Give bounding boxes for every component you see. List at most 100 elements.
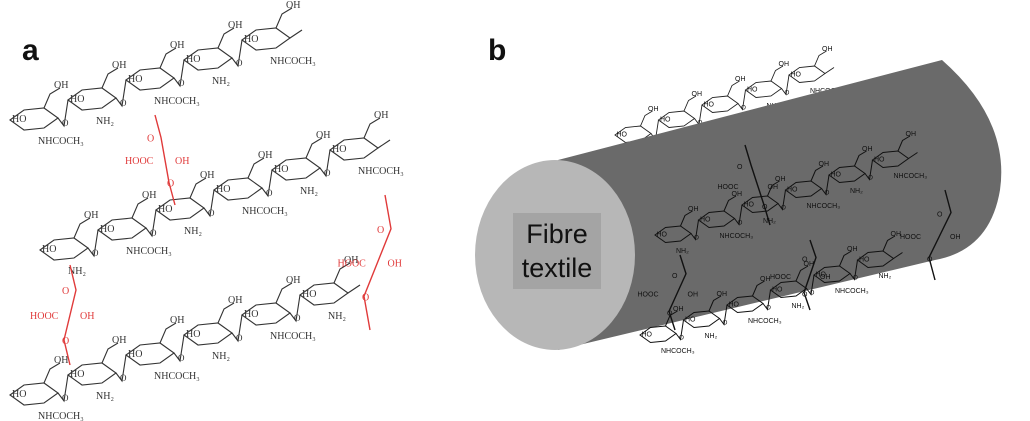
panel-a: a OHHONHCOCH₃OOHHONH₂OOHHONHCOCH₃OOHHONH… [9, 0, 404, 421]
link-o-label: O [937, 212, 943, 219]
o-label: O [868, 175, 873, 182]
o-label: O [120, 98, 127, 108]
ho-label: HO [186, 329, 200, 340]
oh-label: OH [906, 131, 917, 138]
ch2oh-bond [795, 265, 809, 282]
oh-label: OH [316, 130, 330, 141]
ch2oh-bond [640, 110, 653, 127]
ho-label: HO [816, 272, 827, 279]
citric-acid-link [744, 144, 771, 226]
amine-label: NHCOCH₃ [242, 206, 288, 217]
amine-label: NH₂ [212, 76, 230, 87]
ch2oh-bond [217, 27, 235, 49]
ho-label: HO [787, 187, 798, 194]
glycosidic-bond [675, 319, 684, 341]
oh-label: OH [862, 146, 873, 153]
glycosidic-bond [777, 189, 786, 211]
link-o-label: O [377, 225, 384, 236]
glycosidic-bond [115, 354, 127, 383]
amine-label: NH₂ [879, 273, 892, 280]
link-oh-label: OH [175, 156, 189, 167]
ch2oh-bond [159, 322, 177, 344]
citric-acid-link [154, 114, 176, 206]
amine-label: NHCOCH₃ [748, 318, 782, 325]
o-label: O [825, 190, 830, 197]
o-label: O [236, 333, 243, 343]
glycosidic-bond [203, 189, 215, 218]
fibre-label-box [513, 213, 601, 289]
ch2oh-bond [882, 235, 896, 252]
ho-label: HO [302, 289, 316, 300]
ho-label: HO [772, 287, 783, 294]
ch2oh-bond [767, 180, 780, 197]
ho-label: HO [186, 54, 200, 65]
glycosidic-bond [231, 314, 243, 343]
hooc-label: HOOC [718, 184, 739, 191]
ch2oh-bond [839, 250, 852, 267]
amine-label: NH₂ [96, 116, 114, 127]
o-label: O [62, 118, 69, 128]
ch2oh-bond [275, 282, 293, 304]
ho-label: HO [12, 114, 26, 125]
fibre-label-line1: Fibre [526, 219, 588, 249]
glycosidic-bond [289, 294, 301, 323]
o-label: O [766, 305, 771, 312]
ho-label: HO [791, 72, 802, 79]
ch2oh-bond [275, 7, 293, 29]
glycosidic-bond [762, 289, 771, 311]
o-label: O [698, 120, 703, 127]
ch2oh-bond [101, 342, 119, 364]
glycosidic-bond [737, 89, 746, 111]
link-o-label: O [672, 273, 678, 280]
ch2oh-bond [101, 67, 119, 89]
link-o-label: O [762, 204, 768, 211]
ch2oh-bond [770, 65, 784, 82]
ch2oh-bond [723, 195, 737, 212]
ho-label: HO [744, 202, 755, 209]
amine-label: NH₂ [792, 303, 805, 310]
chain-end-bond [347, 284, 361, 294]
amine-label: NHCOCH₃ [661, 348, 695, 355]
o-label: O [236, 58, 243, 68]
o-label: O [208, 208, 215, 218]
oh-label: OH [54, 355, 68, 366]
ho-label: HO [216, 184, 230, 195]
ch2oh-bond [810, 165, 824, 182]
o-label: O [92, 248, 99, 258]
amine-label: NHCOCH₃ [270, 331, 316, 342]
chitosan-chains-front: OH HO NH₂ O OH HO NHCOCH₃ O OH HO NH₂ O OH HO NHCOCH₃ O… [639, 131, 927, 355]
ch2oh-bond [854, 150, 867, 167]
ch2oh-bond [73, 217, 91, 239]
ch2oh-bond [708, 295, 722, 312]
ch2oh-bond [752, 280, 765, 297]
oh-label: OH [170, 40, 184, 51]
glycosidic-bond [57, 374, 69, 403]
oh-label: OH [142, 190, 156, 201]
amine-label: NH₂ [850, 188, 863, 195]
ho-label: HO [100, 224, 114, 235]
oh-label: OH [688, 206, 699, 213]
o-label: O [694, 235, 699, 242]
ch2oh-bond [680, 210, 693, 227]
oh-label: OH [286, 0, 300, 11]
link-o-label: O [737, 164, 743, 171]
ch2oh-bond [305, 137, 323, 159]
ch2oh-bond [247, 157, 265, 179]
glycosidic-bond [115, 79, 127, 108]
ho-label: HO [244, 309, 258, 320]
oh-label: OH [258, 150, 272, 161]
ch2oh-bond [43, 87, 61, 109]
chitosan-chains-a: OHHONHCOCH₃OOHHONH₂OOHHONHCOCH₃OOHHONH₂O… [9, 0, 404, 421]
glycosidic-bond [145, 209, 157, 238]
link-o-label: O [802, 292, 808, 299]
amine-label: NHCOCH₃ [38, 136, 84, 147]
oh-label: OH [819, 161, 830, 168]
o-label: O [120, 373, 127, 383]
glycosidic-bond [781, 74, 790, 96]
glycosidic-bond [734, 204, 743, 226]
ho-label: HO [704, 102, 715, 109]
ho-label: HO [42, 244, 56, 255]
link-oh-label: OH [768, 184, 779, 191]
glycosidic-bond [261, 169, 273, 198]
